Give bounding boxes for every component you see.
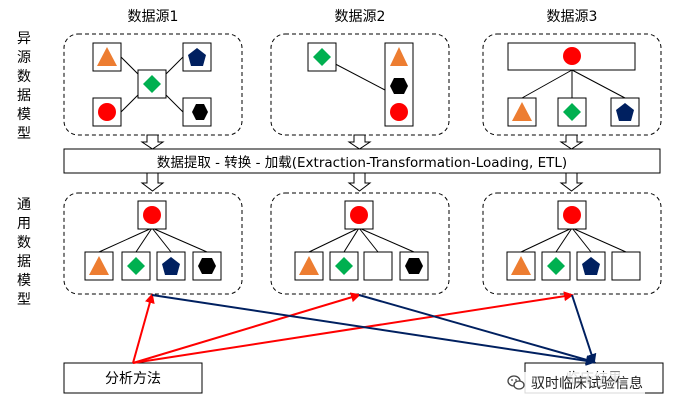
source-1-network [120,56,184,113]
green-diamond-icon [563,103,581,121]
source-3-title: 数据源3 [546,9,598,25]
down-arrow-icon [347,134,372,150]
hollow-arrows-top [140,134,584,150]
down-arrow-icon [559,134,584,150]
source-3-nodes [507,42,640,127]
hetero-model-label: 异源数据模型 [14,30,34,144]
orange-triangle-icon [390,47,408,66]
down-arrow-icon [140,134,165,150]
navy-pentagon-icon [582,257,600,275]
black-hexagon-icon [198,258,216,274]
down-arrow-icon [347,172,372,192]
result-arrows [151,294,597,366]
common-model-text: 通用数据模型 [17,197,31,308]
green-diamond-icon [547,257,565,275]
orange-triangle-icon [512,102,532,121]
arrow-model-2-to-result [358,294,596,365]
down-arrow-icon [140,172,165,192]
arrow-model-3-to-result [571,294,597,364]
source-2-nodes [307,42,414,127]
red-circle-icon [143,206,161,224]
source-2-container [270,33,450,136]
red-circle-icon [563,206,581,224]
red-circle-icon [390,103,408,121]
orange-triangle-icon [299,256,319,275]
common-model-2-tree [294,200,429,281]
orange-triangle-icon [89,256,109,275]
analysis-arrows [132,291,574,364]
navy-pentagon-icon [188,48,206,66]
source-2-title: 数据源2 [334,9,386,25]
source-1-title: 数据源1 [127,9,179,25]
watermark: 驭时临床试验信息 [505,372,645,394]
arrow-analysis-to-model-3 [132,291,574,364]
etl-bar [63,148,661,174]
orange-triangle-icon [97,47,117,66]
navy-pentagon-icon [616,103,634,121]
green-diamond-icon [313,48,331,66]
black-hexagon-icon [192,104,208,120]
green-diamond-icon [127,257,145,275]
analysis-method-box [63,362,203,394]
watermark-text: 驭时临床试验信息 [531,376,643,392]
black-hexagon-icon [405,258,423,274]
hollow-arrows-bottom [140,172,584,192]
red-circle-icon [98,103,116,121]
down-arrow-icon [559,172,584,192]
arrow-model-1-to-result [151,294,596,366]
green-diamond-icon [143,75,161,93]
arrow-analysis-to-model-2 [132,292,361,364]
arrow-analysis-to-model-1 [132,293,155,364]
red-circle-icon [563,47,581,65]
source-1-nodes [92,42,212,127]
black-hexagon-icon [390,78,408,94]
wechat-icon [507,375,525,390]
common-model-3-tree [506,200,641,281]
common-model-1-tree [84,200,222,281]
common-model-label: 通用数据模型 [14,196,34,310]
orange-triangle-icon [511,256,531,275]
navy-pentagon-icon [162,257,180,275]
red-circle-icon [350,206,368,224]
hetero-model-text: 异源数据模型 [17,31,31,142]
etl-label: 数据提取 - 转换 - 加载(Extraction-Transformation… [156,155,568,171]
analysis-method-label: 分析方法 [105,371,161,387]
green-diamond-icon [335,257,353,275]
